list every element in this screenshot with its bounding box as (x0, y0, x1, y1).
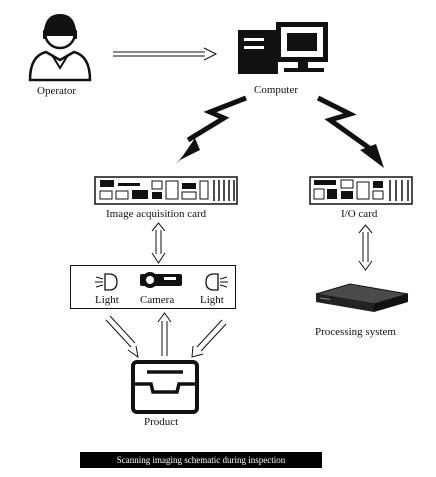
lightning-to-acquisition-card (176, 95, 247, 164)
io-to-processing-arrow (358, 224, 373, 271)
acquisition-to-camera-arrow (151, 222, 166, 264)
product-label: Product (144, 416, 179, 428)
operator-icon (28, 14, 92, 82)
operator-to-computer-arrow (113, 47, 218, 61)
computer-label: Computer (254, 84, 298, 96)
right-light-label: Light (200, 294, 224, 306)
camera-icon (140, 272, 182, 288)
server-box-icon (315, 283, 409, 312)
left-light-arrow (105, 315, 139, 359)
left-lamp-icon (95, 273, 118, 291)
processing-system-label: Processing system (315, 326, 396, 338)
image-acquisition-card-label: Image acquisition card (106, 208, 207, 220)
product-to-camera-arrow (157, 312, 172, 356)
io-card-icon (309, 176, 413, 205)
computer-icon (238, 22, 328, 74)
io-card-label: I/O card (341, 208, 378, 220)
lightning-to-io-card (316, 95, 384, 168)
camera-label: Camera (140, 294, 175, 306)
operator-label: Operator (37, 85, 77, 97)
acquisition-card-icon (94, 176, 238, 205)
tray-icon (131, 360, 199, 414)
right-light-arrow (191, 319, 227, 358)
right-lamp-icon (205, 273, 228, 291)
left-light-label: Light (95, 294, 119, 306)
figure-caption: Scanning imaging schematic during inspec… (80, 452, 322, 468)
camera-light-assembly (70, 265, 236, 309)
